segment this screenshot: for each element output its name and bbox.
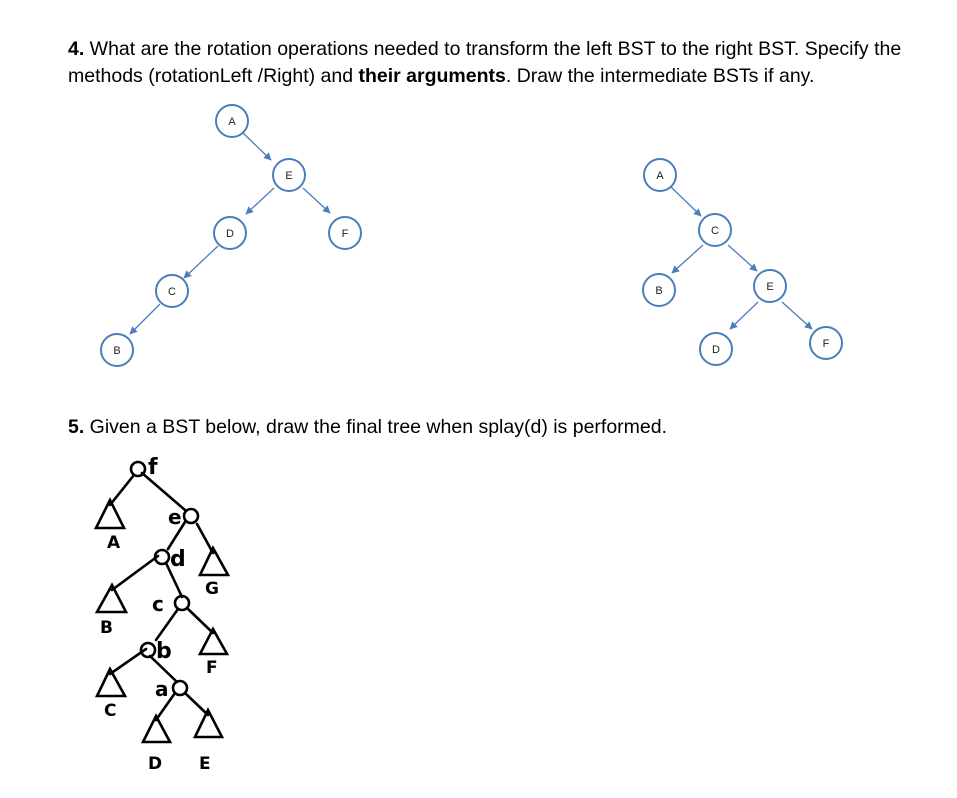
left-bst: A E D F C B <box>100 104 362 367</box>
edge-e-d <box>245 187 275 215</box>
right-bst-node-c: C <box>698 213 732 247</box>
subtree-triangle-c <box>94 666 128 698</box>
question-4: 4. What are the rotation operations need… <box>68 36 938 90</box>
edge-e-d <box>729 301 759 330</box>
svg-text:A: A <box>228 116 236 128</box>
right-bst-node-e: E <box>753 269 787 303</box>
left-bst-node-f: F <box>328 216 362 250</box>
subtree-label-f: F <box>206 658 218 678</box>
splay-node-f <box>129 460 147 478</box>
edge-e-f <box>302 187 331 214</box>
question-4-text-1: What are the rotation operations needed … <box>68 38 902 87</box>
splay-tree-labels: f e d c b a A G B F C D E <box>100 455 219 774</box>
subtree-label-b: B <box>100 618 113 638</box>
splay-tree <box>93 460 231 744</box>
splay-label-b: b <box>156 639 172 664</box>
edge-e-f <box>781 301 813 330</box>
svg-text:E: E <box>766 281 773 293</box>
question-4-number: 4. <box>68 38 85 60</box>
edge-c-b <box>129 303 161 335</box>
left-bst-node-c: C <box>155 274 189 308</box>
question-5-text: Given a BST below, draw the final tree w… <box>84 416 668 438</box>
svg-text:B: B <box>655 285 662 297</box>
question-4-bold-text: their arguments <box>358 65 506 87</box>
question-5-number: 5. <box>68 416 85 438</box>
svg-text:A: A <box>656 170 664 182</box>
right-bst-node-a: A <box>643 158 677 192</box>
right-bst-node-f: F <box>809 326 843 360</box>
right-bst-edges <box>670 186 813 330</box>
subtree-triangle-f <box>197 626 230 656</box>
edge-d-c <box>183 245 219 279</box>
svg-text:B: B <box>113 345 120 357</box>
subtree-label-e: E <box>199 754 211 774</box>
splay-node-d <box>153 548 171 566</box>
question-4-text-2: . Draw the intermediate BSTs if any. <box>505 65 815 87</box>
subtree-label-g: G <box>205 579 219 599</box>
svg-text:D: D <box>226 228 234 240</box>
subtree-triangle-g <box>197 545 231 577</box>
subtree-label-c: C <box>104 701 116 721</box>
edge-a-e <box>242 132 272 161</box>
left-bst-node-a: A <box>215 104 249 138</box>
edge-c-b <box>671 244 704 274</box>
splay-label-f: f <box>148 455 158 480</box>
left-bst-edges <box>129 132 331 335</box>
left-bst-node-d: D <box>213 216 247 250</box>
subtree-triangle-b <box>94 582 129 614</box>
subtree-label-d: D <box>148 754 162 774</box>
subtree-triangle-e <box>192 707 225 739</box>
splay-node-e <box>182 507 200 525</box>
left-bst-node-b: B <box>100 333 134 367</box>
splay-node-b <box>139 641 157 659</box>
subtree-triangle-d <box>140 713 173 744</box>
right-bst-node-d: D <box>699 332 733 366</box>
splay-node-a <box>171 679 189 697</box>
right-bst-node-b: B <box>642 273 676 307</box>
svg-text:C: C <box>168 286 176 298</box>
question-5: 5. Given a BST below, draw the final tre… <box>68 414 938 441</box>
left-bst-node-e: E <box>272 158 306 192</box>
svg-text:F: F <box>823 338 830 350</box>
right-bst: A C B E D F <box>642 158 843 366</box>
splay-label-e: e <box>168 505 182 529</box>
subtree-triangle-a <box>93 497 127 530</box>
edge-a-c <box>670 186 702 217</box>
splay-label-a: a <box>155 677 169 701</box>
splay-label-d: d <box>170 547 186 572</box>
svg-text:C: C <box>711 225 719 237</box>
splay-node-c <box>173 594 191 612</box>
subtree-label-a: A <box>107 533 121 553</box>
svg-text:E: E <box>285 170 292 182</box>
svg-text:D: D <box>712 344 720 356</box>
edge-c-e <box>727 244 758 272</box>
svg-text:F: F <box>342 228 349 240</box>
splay-label-c: c <box>152 592 164 616</box>
